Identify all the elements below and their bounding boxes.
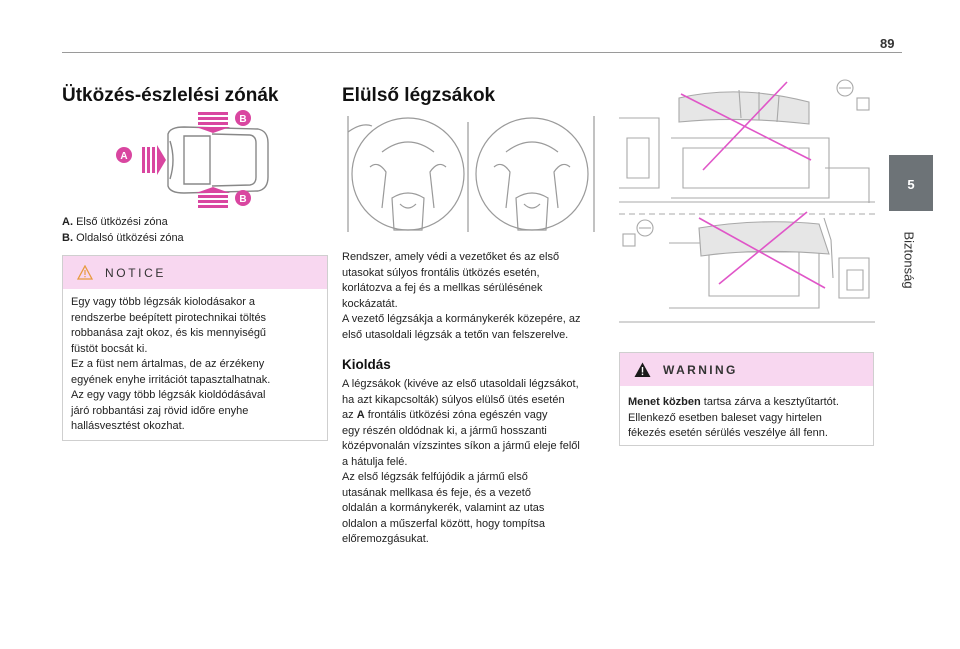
zone-a-letter: A bbox=[120, 151, 127, 162]
body-fragment: az bbox=[342, 409, 357, 421]
intro-line: korlátozva a fej és a mellkas sérüléséne… bbox=[342, 282, 543, 294]
section-title-front-airbags: Elülső légzsákok bbox=[342, 85, 496, 106]
notice-line: Ez a füst nem ártalmas, de az érzékeny bbox=[71, 358, 265, 370]
legend-key: B. bbox=[62, 231, 73, 244]
zone-b-bottom-letter: B bbox=[239, 194, 246, 205]
notice-line: füstöt bocsát ki. bbox=[71, 342, 148, 355]
warning-line: Menet közben tartsa zárva a kesztyűtartó… bbox=[628, 395, 865, 411]
intro-line: A vezető légzsákja a kormánykerék közepé… bbox=[342, 313, 581, 325]
glovebox-airbag-figure bbox=[619, 79, 875, 323]
warning-fragment: tartsa zárva a kesztyűtartót. bbox=[700, 396, 839, 408]
chapter-label-text: Biztonság bbox=[901, 231, 917, 289]
legend-text: Első ütközési zóna bbox=[76, 216, 168, 228]
intro-line: utasokat súlyos frontális ütközés esetén… bbox=[342, 266, 540, 279]
legend-item: A. Első ütközési zóna bbox=[62, 215, 184, 231]
front-airbag-intro: Rendszer, amely védi a vezetőket és az e… bbox=[342, 250, 580, 343]
notice-line: Egy vagy több légzsák kiolodásakor a bbox=[71, 296, 256, 308]
airbag-deployment-figure bbox=[347, 116, 595, 232]
body-line: A légzsákok (kivéve az első utasoldali l… bbox=[342, 378, 579, 390]
legend-text: Oldalsó ütközési zóna bbox=[76, 231, 184, 244]
zone-b-top-marker bbox=[235, 110, 251, 126]
notice-line: járó robbantási zaj rövid időre enyhe bbox=[71, 404, 249, 417]
zone-b-bottom-marker bbox=[235, 190, 251, 206]
warning-triangle-outline-icon bbox=[77, 265, 93, 280]
notice-line: Az egy vagy több légzsák kioldódásával bbox=[71, 389, 266, 401]
chapter-tab: 5 bbox=[889, 155, 933, 211]
warning-line: Ellenkező esetben baleset vagy hirtelen bbox=[628, 411, 822, 424]
warning-header: WARNING bbox=[620, 353, 873, 386]
legend-key: A. bbox=[62, 216, 73, 228]
subtitle-deployment: Kioldás bbox=[342, 357, 391, 372]
body-line: oldalon a műszerfal között, hogy tompíts… bbox=[342, 517, 545, 530]
legend-item: B. Oldalsó ütközési zóna bbox=[62, 231, 184, 247]
body-line: egy részén oldódnak ki, a jármű hosszant… bbox=[342, 424, 547, 437]
warning-triangle-icon bbox=[634, 362, 651, 377]
notice-line: rendszerbe beépített pirotechnikai tölté… bbox=[71, 311, 267, 324]
zone-b-top-letter: B bbox=[239, 114, 246, 125]
notice-line: hallásvesztést okozhat. bbox=[71, 420, 185, 432]
zone-legend: A. Első ütközési zóna B. Oldalsó ütközés… bbox=[62, 215, 184, 246]
warning-title: WARNING bbox=[663, 362, 738, 377]
notice-line: robbanása zajt okoz, és kis mennyiségű bbox=[71, 327, 267, 339]
body-line: utasának mellkasa és feje, és a vezető bbox=[342, 486, 531, 499]
zone-reference: A bbox=[356, 409, 365, 421]
warning-box: WARNING Menet közben tartsa zárva a kesz… bbox=[619, 352, 874, 446]
section-title-collision-zones: Ütközés-észlelési zónák bbox=[62, 85, 279, 106]
notice-box: NOTICE Egy vagy több légzsák kiolodásako… bbox=[62, 255, 328, 441]
body-line: ha azt kikapcsolták) súlyos elülső ütés … bbox=[342, 393, 565, 406]
deployment-body: A légzsákok (kivéve az első utasoldali l… bbox=[342, 377, 580, 548]
intro-line: első utasoldali légzsák a tetőn van fels… bbox=[342, 328, 569, 341]
notice-line: egyének enyhe irritációt tapasztalhatnak… bbox=[71, 373, 271, 386]
warning-body: Menet közben tartsa zárva a kesztyűtartó… bbox=[620, 386, 873, 442]
intro-line: Rendszer, amely védi a vezetőket és az e… bbox=[342, 251, 560, 263]
body-line: a hátulja felé. bbox=[342, 455, 408, 468]
body-fragment: frontális ütközési zóna egészén vagy bbox=[364, 409, 548, 421]
body-line: oldalán a kormánykerék, valamint az utas bbox=[342, 502, 545, 514]
notice-body: Egy vagy több légzsák kiolodásakor a ren… bbox=[63, 289, 327, 435]
warning-emphasis: Menet közben bbox=[628, 396, 701, 408]
warning-line: fékezés esetén sérülés veszélye áll fenn… bbox=[628, 427, 828, 439]
notice-header: NOTICE bbox=[63, 256, 327, 289]
body-line: az A frontális ütközési zóna egészén vag… bbox=[342, 408, 580, 424]
notice-title: NOTICE bbox=[105, 265, 166, 280]
car-collision-zone-figure: A B B bbox=[116, 110, 269, 208]
body-line: Az első légzsák felfújódik a jármű első bbox=[342, 471, 528, 483]
body-line: előremozgásukat. bbox=[342, 533, 429, 545]
intro-line: kockázatát. bbox=[342, 297, 398, 310]
zone-a-marker bbox=[116, 147, 132, 163]
chapter-label: Biztonság bbox=[885, 220, 933, 300]
page-number: 89 bbox=[880, 36, 895, 51]
body-line: középvonalán vízszintes síkon a jármű el… bbox=[342, 440, 580, 452]
header-rule bbox=[62, 52, 902, 53]
